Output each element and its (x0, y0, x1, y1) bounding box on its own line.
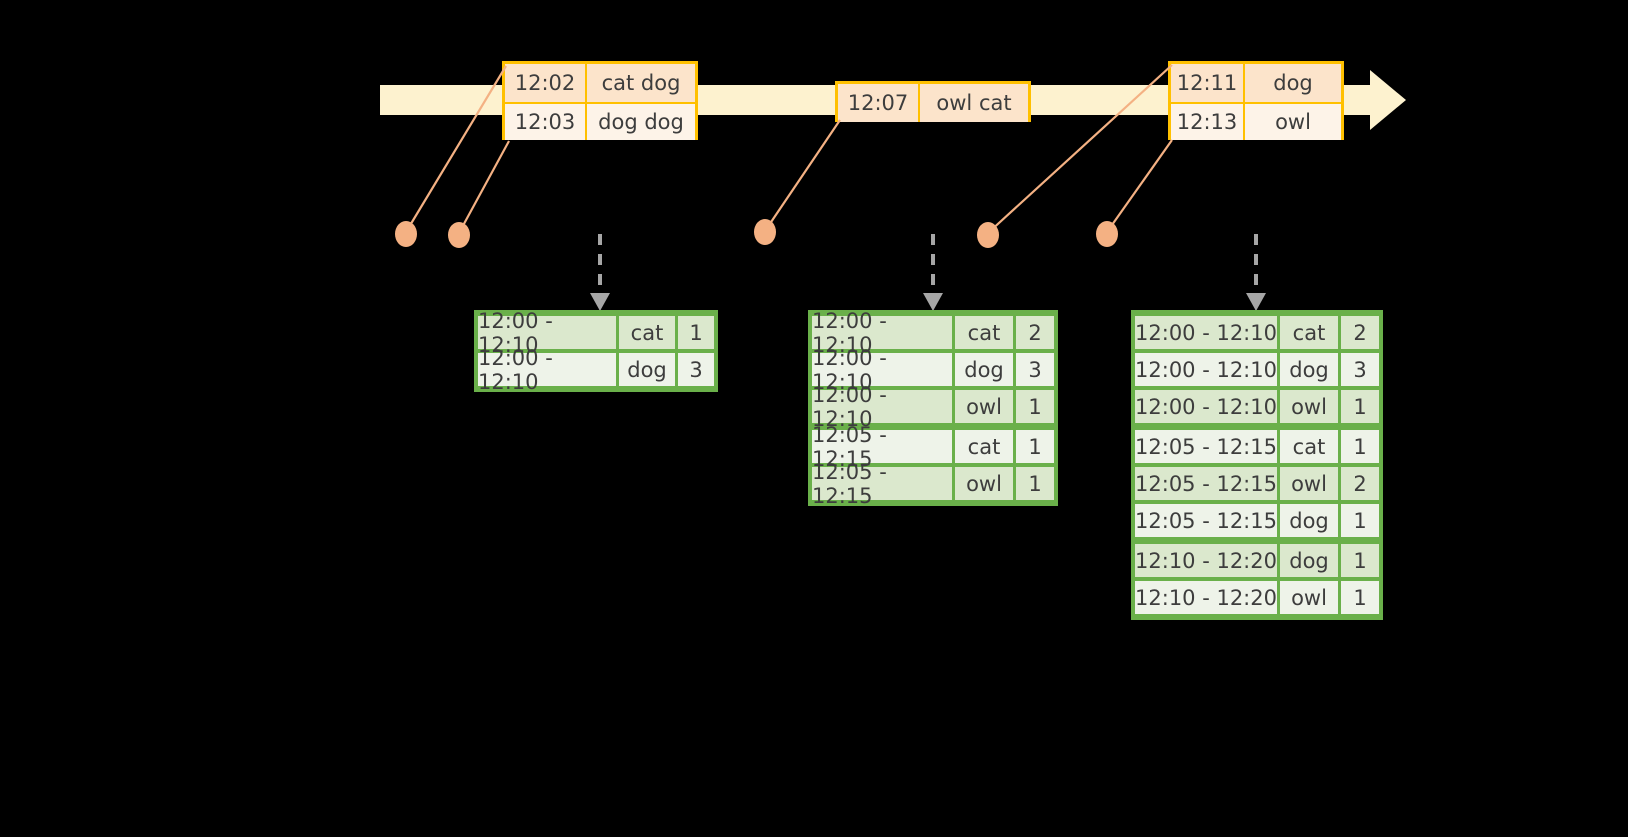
event-time: 12:03 (505, 104, 587, 140)
cell-word: dog (1280, 504, 1338, 537)
cell-window: 12:05 - 12:15 (812, 460, 952, 508)
cell-word: cat (1280, 430, 1338, 463)
cell-count: 1 (1016, 430, 1054, 463)
event-box-3[interactable]: 12:11 dog 12:13 owl (1168, 61, 1344, 140)
window-counts-table-3[interactable]: 12:00 - 12:10 cat 2 12:00 - 12:10 dog 3 … (1131, 310, 1383, 620)
cell-count: 1 (678, 316, 714, 349)
dot-4 (977, 222, 999, 248)
cell-window: 12:00 - 12:10 (478, 346, 616, 394)
cell-window: 12:00 - 12:10 (812, 346, 952, 394)
cell-word: cat (1280, 316, 1338, 349)
cell-window: 12:00 - 12:10 (1135, 390, 1277, 423)
table-row: 12:05 - 12:15 cat 1 (812, 423, 1054, 471)
cell-window: 12:05 - 12:15 (1135, 504, 1277, 537)
dot-3 (754, 219, 776, 245)
cell-word: owl (1280, 581, 1338, 614)
dot-5 (1096, 221, 1118, 247)
table-row: 12:10 - 12:20 owl 1 (1135, 579, 1379, 616)
event-words: owl (1245, 104, 1341, 140)
event-time: 12:07 (838, 84, 920, 122)
cell-count: 1 (1341, 504, 1379, 537)
cell-count: 1 (1341, 544, 1379, 577)
cell-count: 3 (678, 353, 714, 386)
cell-window: 12:10 - 12:20 (1135, 581, 1277, 614)
cell-word: cat (955, 316, 1013, 349)
cell-count: 1 (1341, 390, 1379, 423)
table-row: 12:10 - 12:20 dog 1 (1135, 539, 1379, 579)
event-box-1[interactable]: 12:02 cat dog 12:03 dog dog (502, 61, 698, 140)
cell-count: 1 (1341, 430, 1379, 463)
cell-count: 3 (1016, 353, 1054, 386)
timeline-arrowhead (1370, 70, 1406, 130)
cell-count: 1 (1016, 390, 1054, 423)
cell-word: dog (619, 353, 675, 386)
cell-window: 12:05 - 12:15 (1135, 430, 1277, 463)
event-box-2[interactable]: 12:07 owl cat (835, 81, 1031, 122)
table-row: 12:00 - 12:10 cat 2 (1135, 314, 1379, 351)
event-words: owl cat (920, 84, 1028, 122)
cell-word: owl (1280, 390, 1338, 423)
cell-word: dog (1280, 544, 1338, 577)
cell-word: dog (1280, 353, 1338, 386)
cell-count: 1 (1016, 467, 1054, 500)
cell-window: 12:00 - 12:10 (1135, 316, 1277, 349)
table-row: 12:00 - 12:10 dog 3 (478, 346, 714, 394)
table-row: 12:05 - 12:15 owl 2 (1135, 465, 1379, 502)
table-row: 12:05 - 12:15 dog 1 (1135, 502, 1379, 539)
dot-2 (448, 222, 470, 248)
cell-window: 12:10 - 12:20 (1135, 544, 1277, 577)
event-time: 12:13 (1171, 104, 1245, 140)
event-words: cat dog (587, 64, 695, 102)
cell-word: cat (955, 430, 1013, 463)
event-row: 12:13 owl (1171, 102, 1341, 140)
event-words: dog dog (587, 104, 695, 140)
cell-window: 12:00 - 12:10 (812, 383, 952, 431)
cell-count: 2 (1341, 316, 1379, 349)
event-row: 12:03 dog dog (505, 102, 695, 140)
cell-word: cat (619, 316, 675, 349)
table-row: 12:00 - 12:10 cat 2 (812, 309, 1054, 357)
cell-word: owl (955, 390, 1013, 423)
cell-window: 12:00 - 12:10 (812, 309, 952, 357)
table-row: 12:05 - 12:15 cat 1 (1135, 425, 1379, 465)
event-time: 12:02 (505, 64, 587, 102)
cell-word: owl (1280, 467, 1338, 500)
event-words: dog (1245, 64, 1341, 102)
event-row: 12:11 dog (1171, 64, 1341, 102)
cell-word: dog (955, 353, 1013, 386)
event-row: 12:07 owl cat (838, 84, 1028, 122)
table-row: 12:00 - 12:10 dog 3 (812, 346, 1054, 394)
cell-count: 3 (1341, 353, 1379, 386)
table-row: 12:05 - 12:15 owl 1 (812, 460, 1054, 508)
table-row: 12:00 - 12:10 owl 1 (1135, 388, 1379, 425)
cell-count: 2 (1016, 316, 1054, 349)
window-counts-table-1[interactable]: 12:00 - 12:10 cat 1 12:00 - 12:10 dog 3 (474, 309, 718, 394)
window-counts-table-2[interactable]: 12:00 - 12:10 cat 2 12:00 - 12:10 dog 3 … (808, 309, 1058, 508)
table-row: 12:00 - 12:10 dog 3 (1135, 351, 1379, 388)
table-row: 12:00 - 12:10 owl 1 (812, 383, 1054, 431)
cell-window: 12:00 - 12:10 (1135, 353, 1277, 386)
cell-count: 1 (1341, 581, 1379, 614)
cell-window: 12:00 - 12:10 (478, 309, 616, 357)
cell-count: 2 (1341, 467, 1379, 500)
event-time: 12:11 (1171, 64, 1245, 102)
cell-word: owl (955, 467, 1013, 500)
dot-1 (395, 221, 417, 247)
event-row: 12:02 cat dog (505, 64, 695, 102)
cell-window: 12:05 - 12:15 (812, 423, 952, 471)
cell-window: 12:05 - 12:15 (1135, 467, 1277, 500)
